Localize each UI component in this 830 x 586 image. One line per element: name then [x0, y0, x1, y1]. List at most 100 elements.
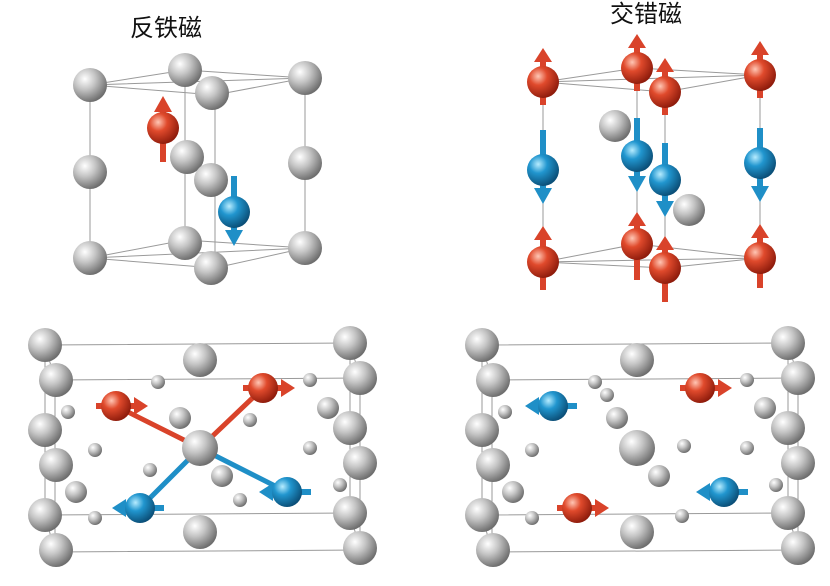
atom	[73, 68, 107, 102]
atom	[303, 373, 317, 387]
atom	[771, 496, 805, 530]
atom	[781, 531, 815, 565]
spin-right-atom	[680, 373, 732, 403]
nonmagnetic-atoms	[599, 110, 705, 226]
atom	[771, 411, 805, 445]
atom	[183, 515, 217, 549]
spin-up-atom	[621, 34, 653, 91]
atom	[600, 388, 614, 402]
atom	[599, 110, 631, 142]
antiferromagnet-title: 反铁磁	[130, 14, 202, 42]
atom	[502, 481, 524, 503]
atom	[333, 326, 367, 360]
atom	[143, 463, 157, 477]
atom	[195, 76, 229, 110]
atom	[465, 413, 499, 447]
atom	[498, 405, 512, 419]
spin-up-atom	[621, 212, 653, 280]
atom	[168, 53, 202, 87]
spin-down-atom	[744, 128, 776, 202]
atom	[588, 375, 602, 389]
atom	[39, 448, 73, 482]
atom	[65, 481, 87, 503]
atom	[168, 226, 202, 260]
atom	[333, 478, 347, 492]
atom	[211, 465, 233, 487]
atom	[343, 361, 377, 395]
spin-up-atom	[744, 41, 776, 98]
altermagnet-topview-panel	[465, 326, 815, 567]
atom	[170, 140, 204, 174]
atom	[476, 448, 510, 482]
atom	[28, 328, 62, 362]
atom	[333, 411, 367, 445]
atom	[88, 443, 102, 457]
atom	[233, 493, 247, 507]
spin-right-atom	[96, 391, 148, 421]
nonmagnetic-atoms	[465, 326, 815, 567]
atom	[754, 397, 776, 419]
atom	[525, 443, 539, 457]
atom	[343, 446, 377, 480]
atom	[317, 397, 339, 419]
atom	[243, 413, 257, 427]
atom	[677, 439, 691, 453]
atom	[28, 413, 62, 447]
atom	[675, 509, 689, 523]
atom	[619, 430, 655, 466]
atom	[769, 478, 783, 492]
spin-up-atom	[744, 224, 776, 288]
spin-up-atom	[527, 226, 559, 290]
atom	[39, 533, 73, 567]
spin-up-atom	[147, 96, 179, 162]
spin-left-atom	[259, 477, 311, 507]
spin-left-atom	[525, 391, 577, 421]
atom	[343, 531, 377, 565]
spin-up-atom	[527, 48, 559, 105]
atom	[476, 363, 510, 397]
atom	[740, 373, 754, 387]
atom	[740, 441, 754, 455]
atom	[476, 533, 510, 567]
atom	[28, 498, 62, 532]
spin-down-atom	[621, 118, 653, 192]
atom	[194, 251, 228, 285]
atom	[194, 163, 228, 197]
atom	[781, 446, 815, 480]
atom	[288, 146, 322, 180]
spin-right-atom	[243, 373, 295, 403]
atom	[73, 241, 107, 275]
atom	[620, 515, 654, 549]
spin-down-atom	[649, 143, 681, 217]
nonmagnetic-atoms	[73, 53, 322, 285]
atom	[183, 343, 217, 377]
antiferromagnet-3d-panel	[73, 53, 322, 285]
atom	[88, 511, 102, 525]
atom	[606, 407, 628, 429]
antiferromagnet-topview-panel	[28, 326, 377, 567]
atom	[648, 465, 670, 487]
atom	[169, 407, 191, 429]
atom	[620, 343, 654, 377]
altermagnet-title: 交错磁	[610, 0, 682, 28]
nonmagnetic-atoms	[28, 326, 377, 567]
atom	[781, 361, 815, 395]
atom	[771, 326, 805, 360]
atom	[525, 511, 539, 525]
atom	[303, 441, 317, 455]
atom	[673, 194, 705, 226]
spin-up-atom	[649, 58, 681, 115]
atom	[39, 363, 73, 397]
central-atom	[182, 430, 218, 466]
altermagnet-3d-panel	[527, 34, 776, 302]
atom	[465, 328, 499, 362]
spin-left-atom	[112, 493, 164, 523]
spin-right-atom	[557, 493, 609, 523]
spin-up-atom	[649, 236, 681, 302]
atom	[61, 405, 75, 419]
atom	[333, 496, 367, 530]
atom	[73, 155, 107, 189]
atom	[151, 375, 165, 389]
atom	[288, 231, 322, 265]
